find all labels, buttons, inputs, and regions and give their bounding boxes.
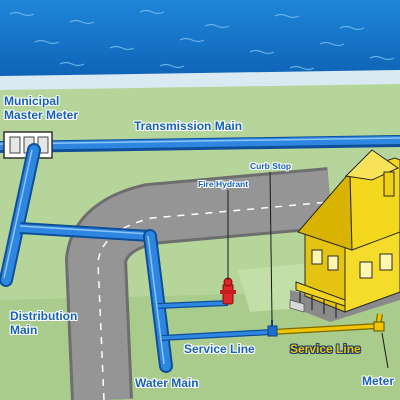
label-service-line-private: Service Line (290, 342, 361, 356)
house-meter (373, 321, 385, 332)
label-service-line-public: Service Line (184, 342, 255, 356)
house (289, 149, 400, 322)
label-distribution-main-line1: Distribution (10, 309, 78, 323)
water-waves (9, 9, 395, 71)
label-fire-hydrant: Fire Hydrant (198, 179, 249, 189)
leader-lines (227, 171, 389, 369)
service-line-public-pipe (161, 329, 273, 341)
label-municipal-master-meter-line2: Master Meter (4, 108, 79, 122)
distribution-main-pipe (0, 143, 41, 287)
label-meter: Meter (362, 374, 395, 388)
water-main-pipe (143, 229, 173, 373)
transmission-main-pipe (0, 135, 400, 153)
label-curb-stop: Curb Stop (250, 161, 292, 171)
hydrant-lateral (157, 300, 229, 309)
label-transmission-main: Transmission Main (134, 119, 243, 133)
service-line-private-pipe (271, 313, 383, 335)
curb-stop-valve (267, 320, 278, 337)
water-body (0, 0, 400, 80)
label-distribution-main-line2: Main (10, 323, 38, 337)
branch-main-pipe (19, 222, 151, 242)
label-water-main: Water Main (135, 376, 199, 390)
label-municipal-master-meter-line1: Municipal (4, 94, 60, 108)
